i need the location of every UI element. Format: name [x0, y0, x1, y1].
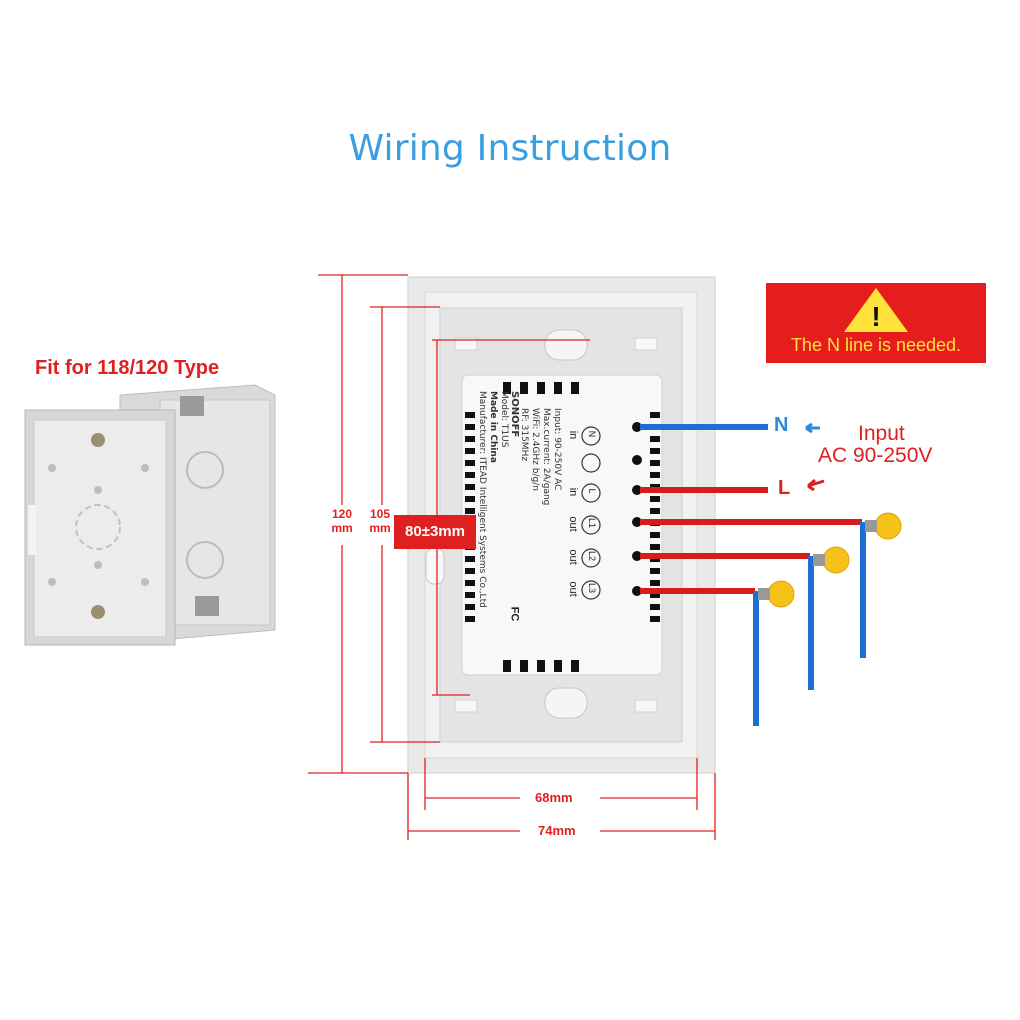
bulb-icon	[822, 546, 850, 574]
module-origin: Made in China	[488, 391, 498, 463]
terminal-marker	[581, 426, 601, 446]
module-rf: RF: 315MHz	[519, 408, 529, 462]
input-voltage-label: AC 90-250V	[818, 444, 933, 467]
dimension-lines	[308, 274, 716, 840]
terminal-marker	[581, 548, 601, 568]
junction-box-illustration	[24, 384, 276, 646]
terminal-marker	[581, 515, 601, 535]
terminal-io-label: out	[567, 516, 579, 532]
width-outer-label: 74mm	[538, 823, 576, 838]
terminal-screw	[632, 551, 642, 561]
terminal-marker	[581, 580, 601, 600]
screw-spacing-label: 80±3mm	[394, 515, 476, 549]
warning-icon: !	[844, 288, 908, 332]
terminal-io-label: out	[567, 549, 579, 565]
terminal-io-label: out	[567, 581, 579, 597]
warning-banner: ! The N line is needed.	[766, 283, 986, 363]
height-inner-unit: mm	[369, 521, 391, 535]
terminal-screw	[632, 586, 642, 596]
terminal-screw	[632, 517, 642, 527]
terminal-marker	[581, 483, 601, 503]
wires	[640, 422, 902, 726]
terminal-label: L	[587, 488, 597, 494]
module-manufacturer: Manufacturer: ITEAD Intelligent Systems …	[477, 391, 487, 608]
module-wifi: WiFi: 2.4GHz b/g/n	[530, 408, 540, 491]
height-outer-unit: mm	[331, 521, 353, 535]
fcc-logo: FC	[508, 606, 521, 622]
arrow-icon	[807, 478, 825, 492]
arrow-icon	[805, 422, 820, 434]
module-current: Max.current: 2A/gang	[541, 408, 551, 506]
terminal-label: L2	[587, 550, 597, 561]
terminal-io-label: in	[567, 487, 579, 497]
terminal-io-label: in	[567, 430, 579, 440]
terminal-screw	[632, 455, 642, 465]
page-title: Wiring Instruction	[348, 128, 672, 169]
terminal-screw	[632, 422, 642, 432]
live-label: L	[778, 477, 791, 499]
terminal-label: L1	[587, 517, 597, 528]
module-input: Input: 90-250V AC	[552, 408, 562, 491]
height-outer-label: 120 mm	[322, 507, 362, 535]
height-outer-value: 120	[331, 507, 353, 521]
input-label: Input	[858, 422, 905, 445]
height-inner-label: 105 mm	[360, 507, 400, 535]
module-model: Model: T1US	[499, 391, 509, 448]
terminal-label: N	[587, 430, 597, 438]
bulb-icon	[874, 512, 902, 540]
bulb-icon	[767, 580, 795, 608]
terminal-screw	[632, 485, 642, 495]
warning-symbol: !	[871, 301, 880, 332]
neutral-label: N	[774, 414, 789, 436]
warning-text: The N line is needed.	[790, 335, 962, 355]
terminal-label: L3	[587, 582, 597, 593]
terminal-marker	[581, 453, 601, 473]
box-caption: Fit for 118/120 Type	[35, 357, 220, 379]
width-inner-label: 68mm	[535, 790, 573, 805]
height-inner-value: 105	[369, 507, 391, 521]
